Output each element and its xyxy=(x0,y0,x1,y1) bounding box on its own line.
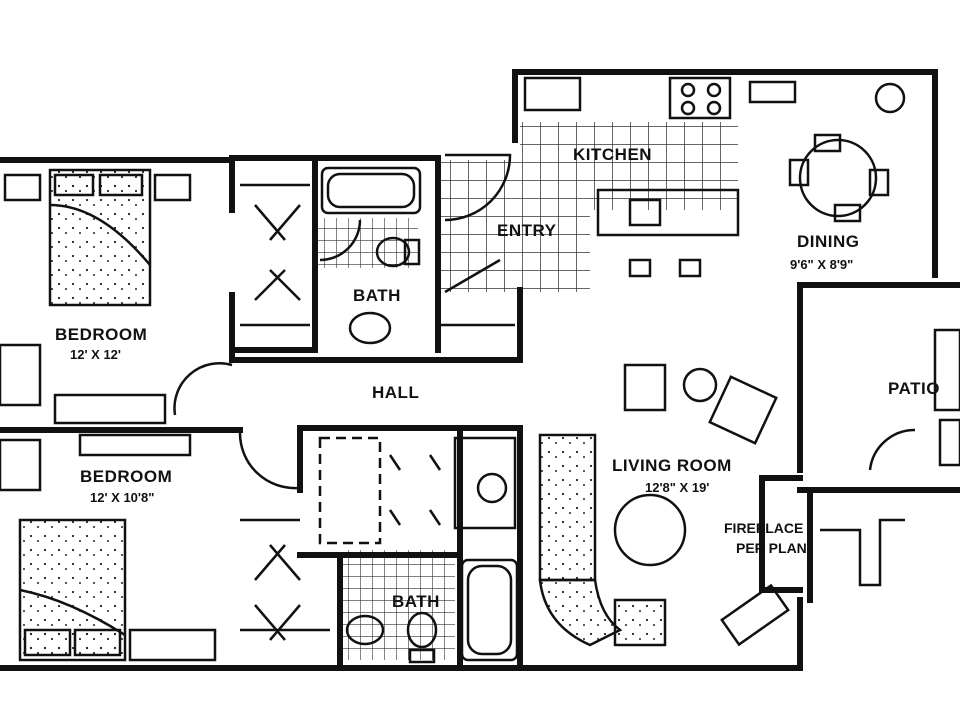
room-label-bath-2: BATH xyxy=(392,592,440,611)
room-label-bath-1: BATH xyxy=(353,286,401,305)
walls xyxy=(0,69,960,671)
bath1-door xyxy=(319,219,362,262)
room-label-dining: DINING xyxy=(797,232,860,251)
outer-wall-top-mid xyxy=(229,155,441,353)
tile-floors xyxy=(318,122,738,660)
room-size-bedroom-1: 12' X 12' xyxy=(70,347,121,362)
living-furniture xyxy=(538,363,790,647)
room-label-bedroom-2: BEDROOM xyxy=(80,467,173,486)
door-swings xyxy=(173,153,916,490)
room-label-kitchen: KITCHEN xyxy=(573,145,653,164)
kitchen-wall xyxy=(512,69,938,278)
bath1-fixtures xyxy=(320,166,422,345)
fireplace-label: FIREPLACE xyxy=(724,520,804,536)
patio-door xyxy=(868,428,916,471)
kitchen-fixtures xyxy=(523,76,740,278)
dining-furniture xyxy=(748,80,906,223)
fireplace-note: PER PLAN xyxy=(736,540,807,556)
entry-door xyxy=(444,153,512,222)
room-size-living-room: 12'8" X 19' xyxy=(645,480,710,495)
bedroom1-door xyxy=(173,362,233,416)
room-size-dining: 9'6" X 8'9" xyxy=(790,257,854,272)
room-label-hall: HALL xyxy=(372,383,420,402)
bedroom1-furniture xyxy=(0,168,192,425)
patio-walls xyxy=(797,282,960,603)
bedroom2-door xyxy=(238,431,299,490)
closet-door xyxy=(444,258,501,294)
hall-wall xyxy=(229,287,523,363)
closets xyxy=(240,183,515,641)
fireplace-wall xyxy=(759,475,803,593)
patio-furniture xyxy=(820,328,960,587)
room-label-living-room: LIVING ROOM xyxy=(612,456,732,475)
room-size-bedroom-2: 12' X 10'8" xyxy=(90,490,155,505)
room-label-patio: PATIO xyxy=(888,379,940,398)
bedroom2-furniture xyxy=(0,433,217,662)
bath2-fixtures xyxy=(318,436,519,664)
room-label-entry: ENTRY xyxy=(497,221,557,240)
bottom-wall xyxy=(0,597,803,671)
bath-walls xyxy=(229,157,523,671)
room-label-bedroom-1: BEDROOM xyxy=(55,325,148,344)
